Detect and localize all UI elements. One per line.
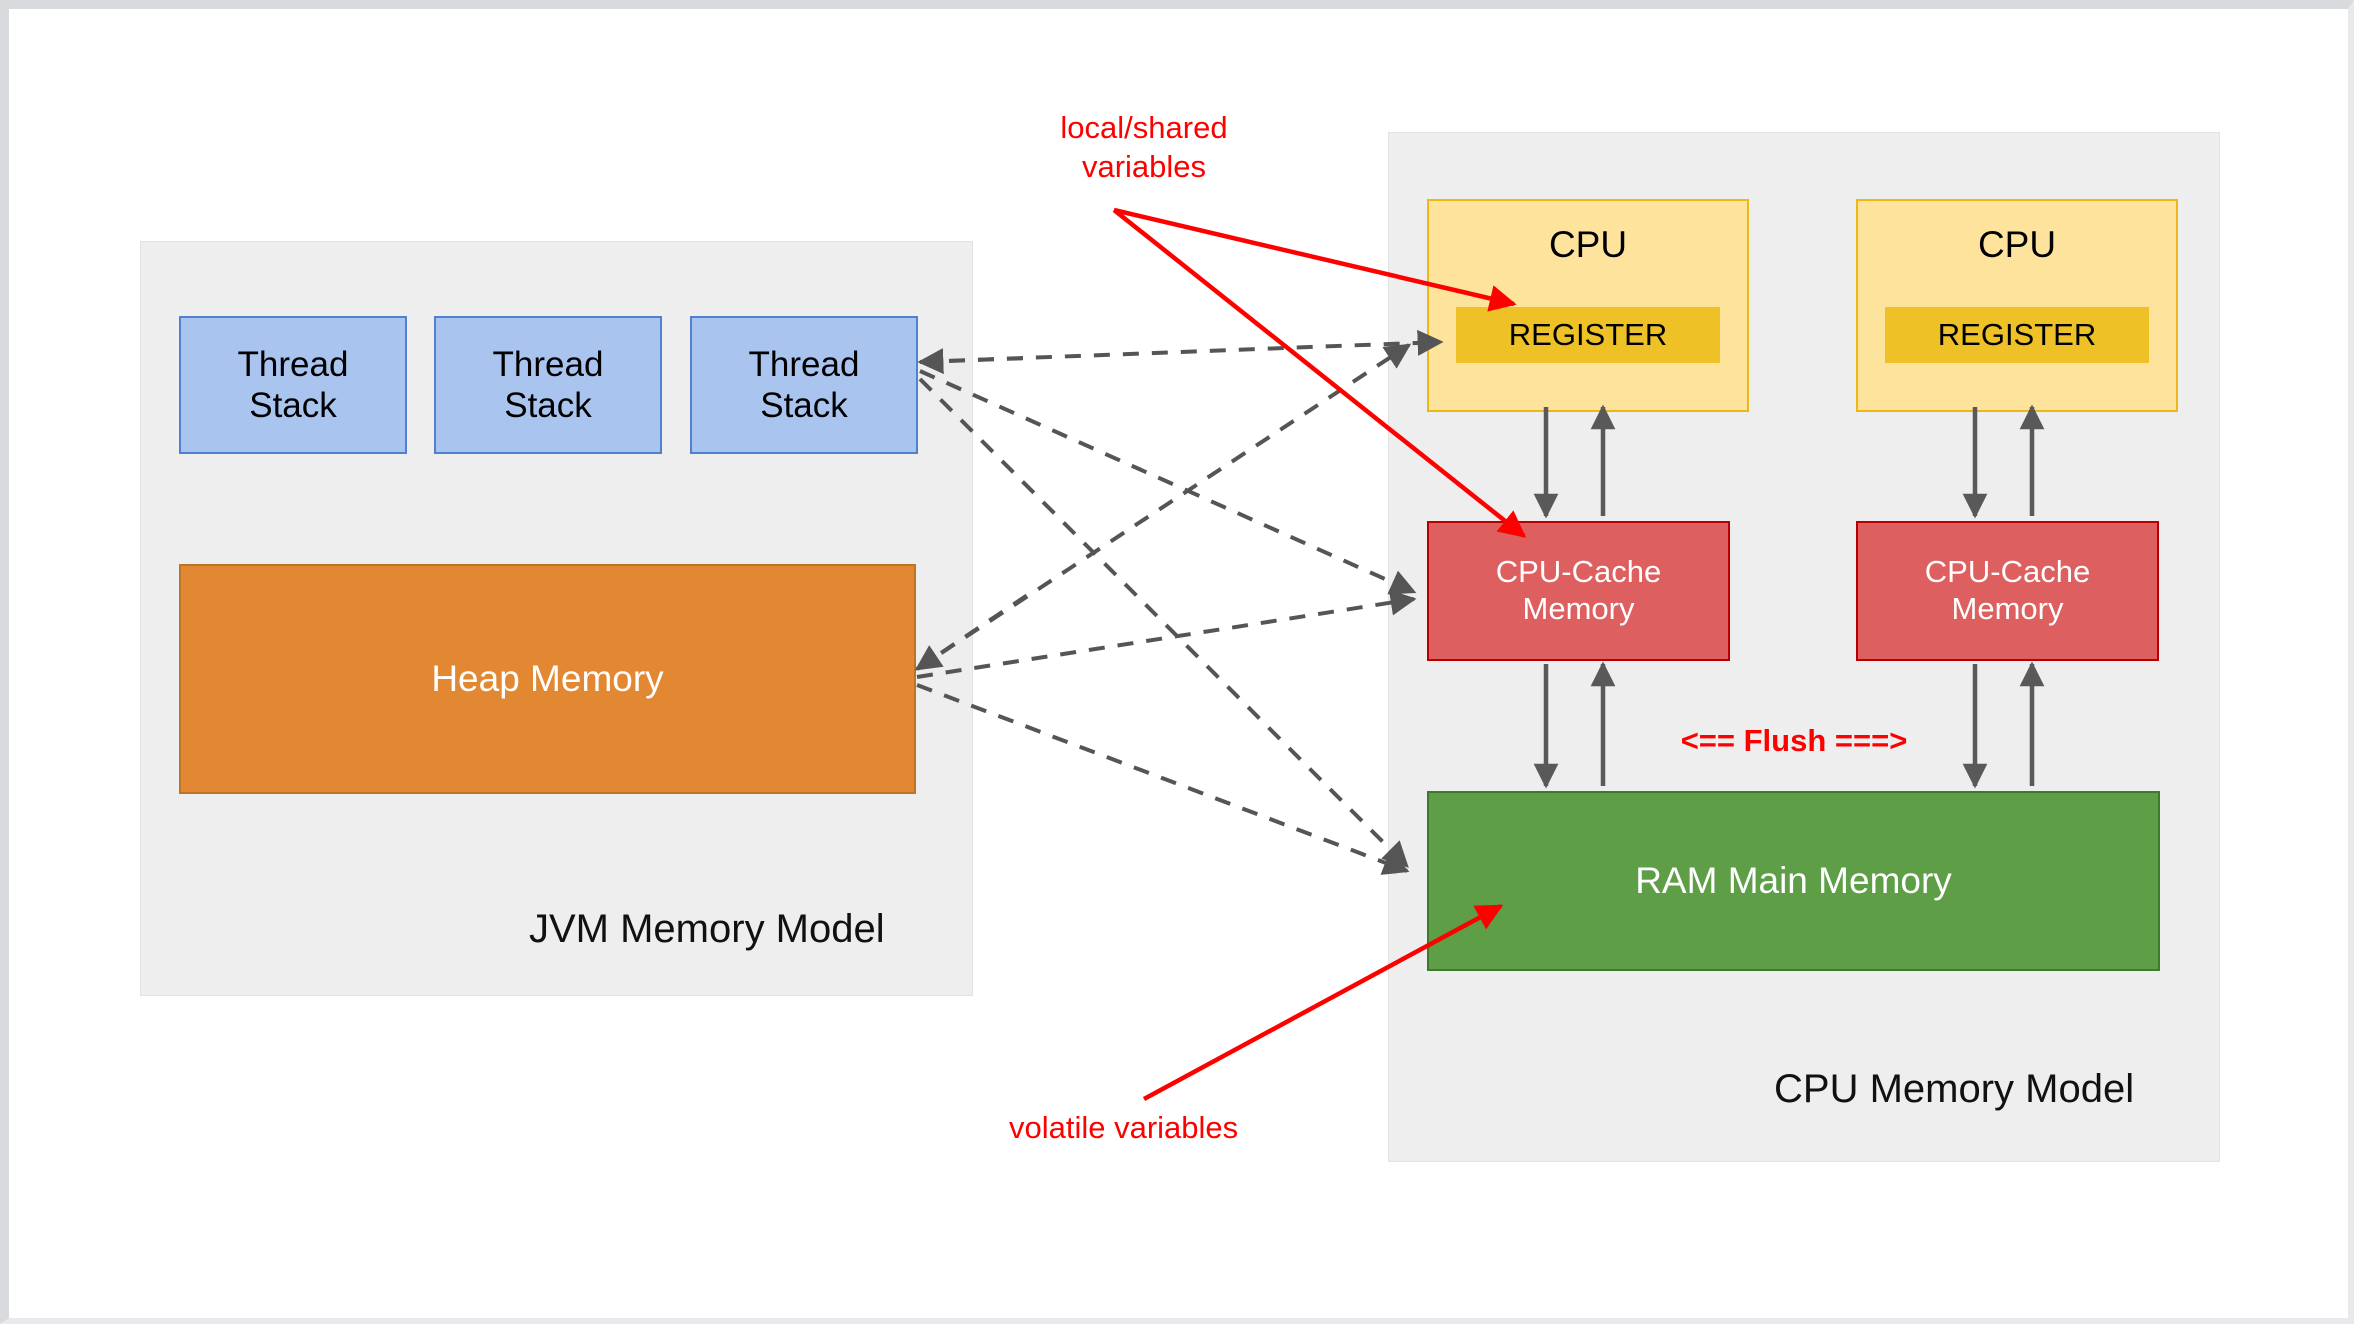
dashed-link-heap-cache [916, 589, 1417, 679]
thread-stack-box-3[interactable]: Thread Stack [690, 316, 918, 454]
annotation-volatile-variables: volatile variables [1009, 1110, 1239, 1145]
thread-stack-box-1[interactable]: Thread Stack [179, 316, 407, 454]
ram-main-memory-box[interactable]: RAM Main Memory [1427, 791, 2160, 971]
jvm-panel-title: JVM Memory Model [529, 907, 885, 951]
annotation-flush-label: <== Flush ===> [1680, 723, 1908, 758]
cpu-panel-title: CPU Memory Model [1774, 1067, 2135, 1111]
dashed-link-threadstack-ram [918, 377, 1409, 868]
register-box-1[interactable]: REGISTER [1456, 307, 1720, 363]
dashed-link-heap-register [915, 343, 1412, 671]
cpu-box-1[interactable]: CPU [1427, 199, 1749, 412]
thread-stack-box-2[interactable]: Thread Stack [434, 316, 662, 454]
cpu-box-2[interactable]: CPU [1856, 199, 2178, 412]
dashed-link-heap-ram [916, 683, 1410, 875]
dashed-link-threadstack-register [919, 329, 1444, 364]
cpu-cache-memory-box-1[interactable]: CPU-Cache Memory [1427, 521, 1730, 661]
heap-memory-box[interactable]: Heap Memory [179, 564, 916, 794]
dashed-link-threadstack-cache [919, 369, 1417, 595]
register-box-2[interactable]: REGISTER [1885, 307, 2149, 363]
annotation-local-shared-variables: local/shared variables [1060, 110, 1228, 184]
cpu-cache-memory-box-2[interactable]: CPU-Cache Memory [1856, 521, 2159, 661]
